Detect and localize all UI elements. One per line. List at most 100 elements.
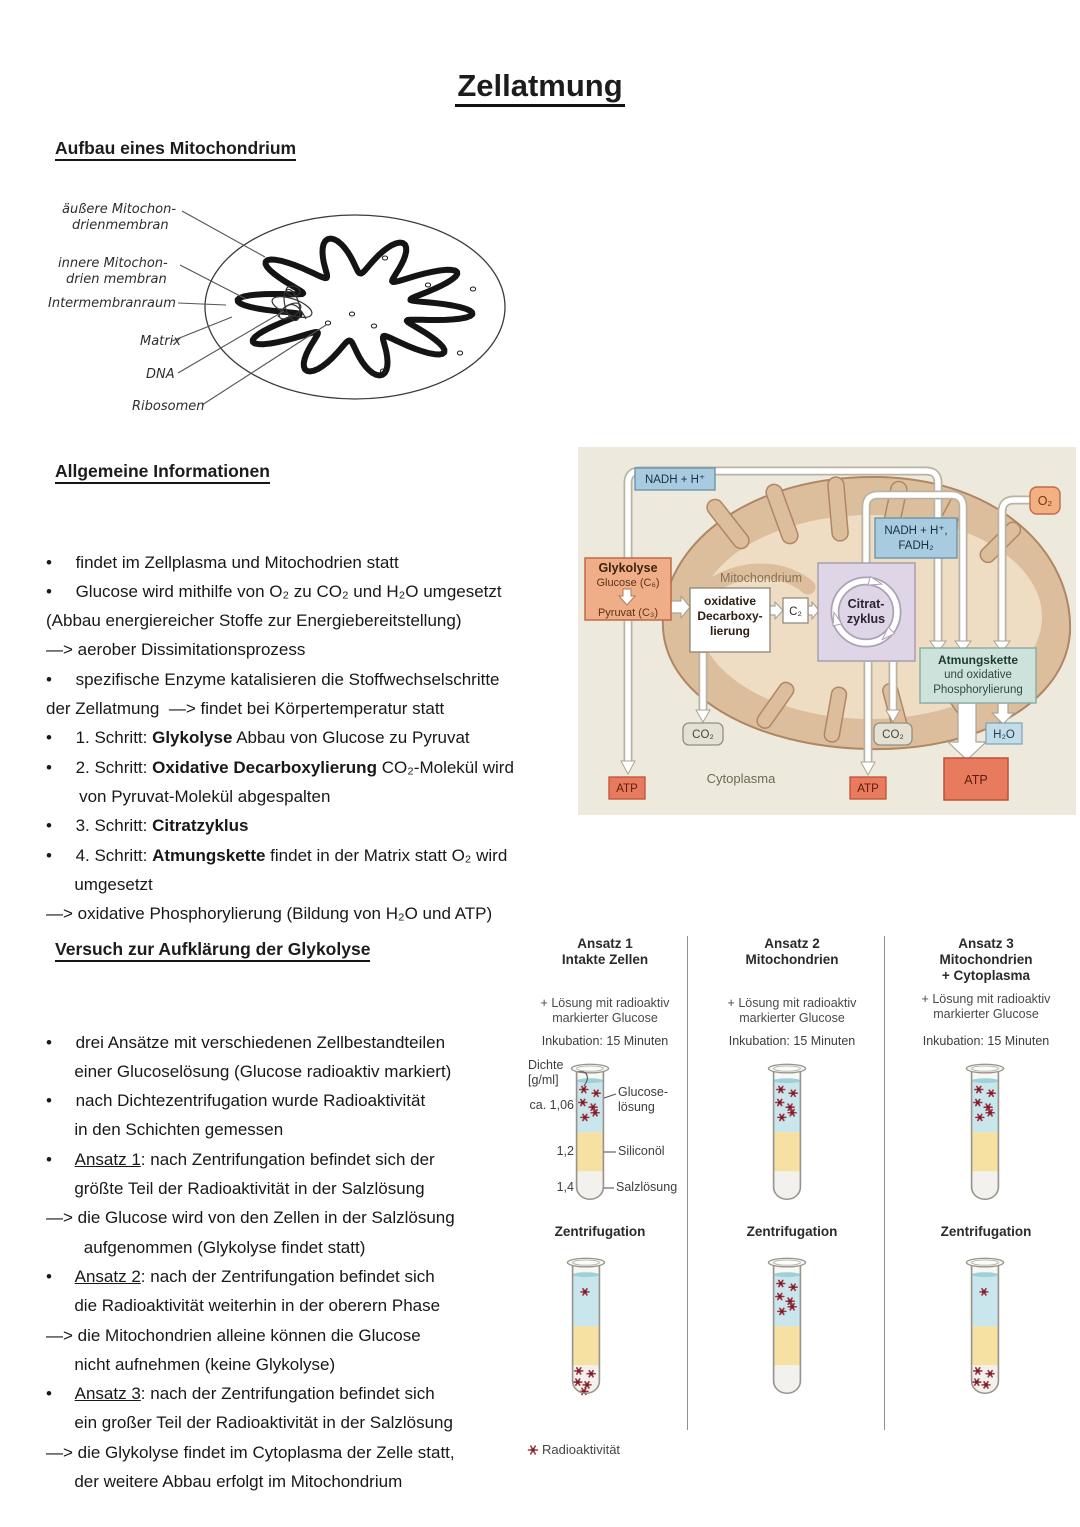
allgemein-text: • findet im Zellplasma und Mitochodrien … <box>46 489 586 987</box>
label-outer-membrane-2: drienmembran <box>72 218 169 233</box>
atp-box-big <box>943 757 1009 801</box>
co2-box-right <box>873 722 913 746</box>
zentrifugation-label-3: Zentrifugation <box>940 1224 1032 1239</box>
glucose-label: Glucose (C₆) <box>596 577 659 589</box>
zentrifugation-label-2: Zentrifugation <box>746 1224 838 1239</box>
citrat-ring-arrows <box>832 575 896 641</box>
text-line: umgesetzt <box>46 874 153 894</box>
c2-box <box>782 597 809 624</box>
text-line: der Zellatmung —> findet bei Körpertempe… <box>46 699 445 719</box>
citrat-line1: Citrat- <box>848 597 885 611</box>
decarb-line3: lierung <box>710 624 750 638</box>
text-line: • nach Dichtezentrifugation wurde Radioa… <box>46 1091 426 1111</box>
text-line: —> oxidative Phosphorylierung (Bildung v… <box>46 904 493 924</box>
ribosome-dots <box>324 255 477 374</box>
text-line: • drei Ansätze mit verschiedenen Zellbes… <box>46 1032 446 1052</box>
decarb-line2: Decarboxy- <box>697 609 762 623</box>
h2o-label: H₂O <box>993 729 1015 741</box>
ansatz3-incubation: Inkubation: 15 Minuten <box>922 1034 1050 1048</box>
tube-ansatz1-after <box>566 1257 606 1396</box>
text-line: aufgenommen (Glykolyse findet statt) <box>46 1237 366 1257</box>
text-line: —> die Glucose wird von den Zellen in de… <box>46 1208 455 1228</box>
text-line: ein großer Teil der Radioaktivität in de… <box>46 1413 453 1433</box>
text-line: • 4. Schritt: Atmungskette findet in der… <box>46 845 508 865</box>
section-heading-aufbau: Aufbau eines Mitochondrium <box>55 138 297 161</box>
nadh-fadh-line1: NADH + H⁺, <box>884 525 947 537</box>
tube-ansatz3-after <box>965 1257 1005 1394</box>
salt-layer-label: Salzlösung <box>616 1180 678 1194</box>
decarboxylierung-box <box>689 587 771 653</box>
pathway-pipes <box>623 466 1030 653</box>
co2-label-right: CO₂ <box>882 729 904 741</box>
tube-ansatz2-before <box>767 1063 807 1200</box>
label-outer-membrane: äußere Mitochon- <box>62 202 176 217</box>
text-line: (Abbau energiereicher Stoffe zur Energie… <box>46 611 462 631</box>
ansatz1-incubation: Inkubation: 15 Minuten <box>541 1034 669 1048</box>
mitochondrium-label: Mitochondrium <box>720 571 802 585</box>
nadh-box <box>634 467 716 491</box>
density-value-1: ca. 1,06 <box>529 1098 574 1112</box>
column-divider <box>687 936 688 1430</box>
citrat-ring <box>832 578 900 646</box>
text-line: • spezifische Enzyme katalisieren die St… <box>46 669 500 689</box>
label-intermembrane-space: Intermembranraum <box>48 296 176 311</box>
text-line: • 2. Schritt: Oxidative Decarboxylierung… <box>46 757 514 777</box>
text-line: die Radioaktivität weiterhin in der ober… <box>46 1296 441 1316</box>
cytoplasma-label: Cytoplasma <box>707 771 776 786</box>
zentrifugation-label-1: Zentrifugation <box>554 1224 646 1239</box>
atp-box-left <box>608 776 646 800</box>
atp-label-left: ATP <box>616 783 638 795</box>
text-line: —> die Mitochondrien alleine können die … <box>46 1325 421 1345</box>
text-line: von Pyruvat-Molekül abgespalten <box>46 786 331 806</box>
atp-box-mid <box>849 776 887 800</box>
metabolism-diagram: NADH + H⁺ O₂ Glykolyse Glucose (C₆) Pyru… <box>578 447 1076 815</box>
glykolyse-down-arrow-icon <box>617 588 637 606</box>
atmung-line1: Atmungskette <box>938 653 1018 667</box>
ansatz2-incubation: Inkubation: 15 Minuten <box>728 1034 856 1048</box>
text-line: • findet im Zellplasma und Mitochodrien … <box>46 552 399 572</box>
text-line: —> aerober Dissimitationsprozess <box>46 640 306 660</box>
atmung-line2: und oxidative <box>944 669 1012 681</box>
c2-label: C₂ <box>789 606 802 618</box>
arrow-c2-to-citrat <box>807 601 820 620</box>
text-line: in den Schichten gemessen <box>46 1120 284 1140</box>
section-heading-versuch: Versuch zur Aufklärung der Glykolyse <box>55 939 371 962</box>
dna-scribble <box>271 285 313 322</box>
density-value-3: 1,4 <box>556 1180 574 1194</box>
arrow-atmung-to-h2o <box>991 702 1015 725</box>
text-line: • Ansatz 2: nach der Zentrifungation bef… <box>46 1266 435 1286</box>
arrow-glykolyse-to-decarb <box>670 595 691 619</box>
text-line: • Ansatz 3: nach der Zentrifungation bef… <box>46 1384 435 1404</box>
oil-layer-label: Siliconöl <box>618 1144 665 1158</box>
text-line: • Glucose wird mithilfe von O₂ zu CO₂ un… <box>46 581 502 601</box>
nadh-label: NADH + H⁺ <box>645 474 705 486</box>
label-ribosomes: Ribosomen <box>132 399 204 414</box>
label-matrix: Matrix <box>140 334 181 349</box>
text-line: der weitere Abbau erfolgt im Mitochondri… <box>46 1472 403 1492</box>
text-line: • 1. Schritt: Glykolyse Abbau von Glucos… <box>46 728 470 748</box>
label-pointer-lines <box>171 210 327 406</box>
nadh-fadh-box <box>874 517 958 559</box>
o2-box <box>1029 486 1061 515</box>
mitochondrion-drawing: äußere Mitochon- drienmembran innere Mit… <box>48 202 506 414</box>
product-arrows <box>620 621 901 777</box>
atp-label-mid: ATP <box>857 783 879 795</box>
page-title: Zellatmung <box>0 68 1080 107</box>
h2o-box <box>985 722 1023 745</box>
label-inner-membrane: innere Mitochon- <box>58 256 168 271</box>
decarb-line1: oxidative <box>704 594 756 608</box>
legend-text: Radioaktivität <box>542 1442 621 1457</box>
text-line: einer Glucoselösung (Glucose radioaktiv … <box>46 1061 452 1081</box>
section-heading-allgemein: Allgemeine Informationen <box>55 461 270 484</box>
o2-label: O₂ <box>1038 494 1053 508</box>
label-inner-membrane-2: drien membran <box>66 272 167 287</box>
glykolyse-title: Glykolyse <box>598 561 657 575</box>
text-line: —> die Glykolyse findet im Cytoplasma de… <box>46 1442 455 1462</box>
